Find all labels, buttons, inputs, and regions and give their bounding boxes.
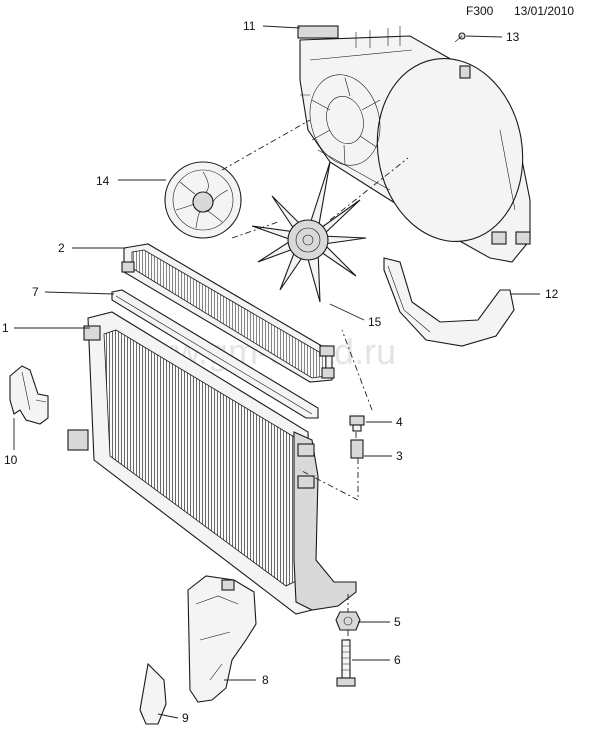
callout-6: 6 bbox=[394, 653, 401, 667]
shroud-extension bbox=[383, 257, 515, 347]
radiator bbox=[67, 311, 357, 615]
mounting-bolt bbox=[336, 639, 356, 687]
callout-10: 10 bbox=[4, 453, 18, 467]
viscous-fan bbox=[251, 161, 367, 303]
mount bbox=[350, 439, 364, 459]
electric-fan bbox=[164, 161, 242, 239]
callout-8: 8 bbox=[262, 673, 269, 687]
bracket bbox=[9, 365, 49, 425]
callout-5: 5 bbox=[394, 615, 401, 629]
condenser bbox=[121, 243, 335, 383]
callout-7: 7 bbox=[32, 285, 39, 299]
callout-11: 11 bbox=[243, 19, 256, 33]
callout-labels: 11 13 14 2 7 1 12 15 4 3 5 6 8 9 10 bbox=[2, 19, 559, 725]
lower-deflector bbox=[139, 662, 167, 725]
fan-shroud bbox=[297, 25, 531, 263]
callout-4: 4 bbox=[396, 415, 403, 429]
diagram-code: F300 bbox=[466, 4, 494, 18]
callout-1: 1 bbox=[2, 321, 9, 335]
seal-strip bbox=[111, 289, 319, 419]
leader-lines bbox=[13, 25, 540, 719]
assembly-lines bbox=[221, 119, 409, 640]
callout-12: 12 bbox=[545, 287, 559, 301]
diagram-date: 13/01/2010 bbox=[514, 4, 575, 18]
clip bbox=[349, 415, 365, 432]
nut bbox=[335, 611, 361, 631]
shroud-bolt bbox=[454, 32, 466, 43]
air-deflector bbox=[187, 575, 257, 703]
callout-9: 9 bbox=[182, 711, 189, 725]
callout-15: 15 bbox=[368, 315, 382, 329]
callout-14: 14 bbox=[96, 174, 110, 188]
callout-3: 3 bbox=[396, 449, 403, 463]
callout-2: 2 bbox=[58, 241, 65, 255]
callout-13: 13 bbox=[506, 30, 520, 44]
